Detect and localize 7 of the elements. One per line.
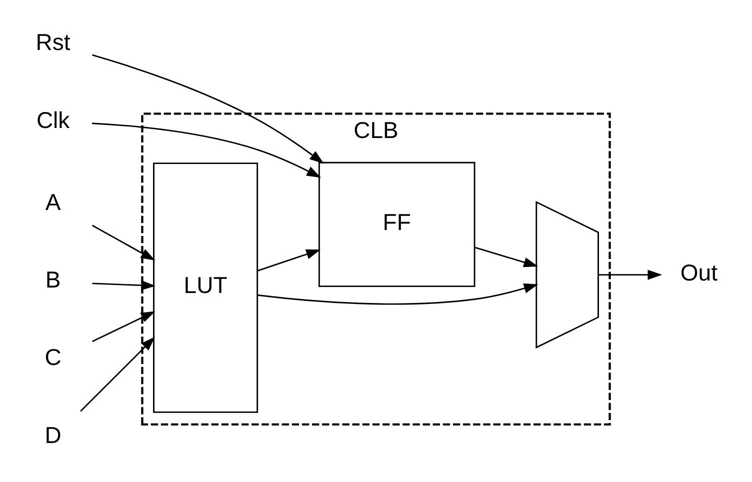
node-text: C	[44, 344, 62, 370]
node-text: Rst	[36, 29, 70, 56]
node-text: Clk	[36, 106, 70, 133]
node-text: B	[45, 266, 61, 292]
node-text: A	[45, 188, 61, 215]
node-text: Out	[680, 259, 718, 286]
node-text: D	[44, 422, 62, 448]
